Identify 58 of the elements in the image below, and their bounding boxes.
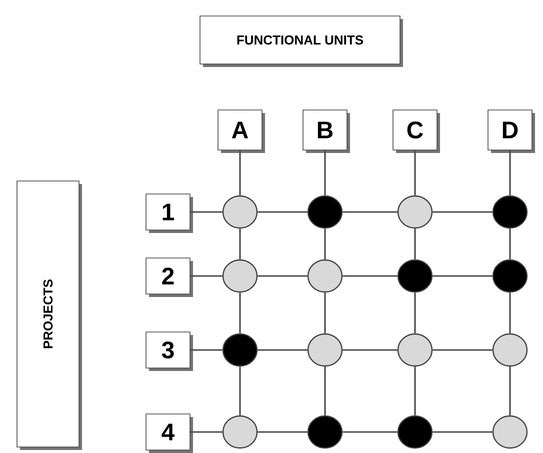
- connector-line: [324, 292, 326, 334]
- open-circle: [307, 333, 343, 367]
- heading-box: FUNCTIONAL UNITS: [200, 16, 403, 67]
- connector-line: [342, 349, 398, 351]
- filled-circle: [307, 415, 343, 449]
- open-circle: [222, 195, 258, 229]
- open-circle: [222, 259, 258, 293]
- open-circle: [397, 333, 433, 367]
- connector-line: [509, 150, 511, 196]
- connector-line: [190, 431, 222, 433]
- connector-line: [258, 211, 308, 213]
- filled-circle: [492, 195, 528, 229]
- open-circle: [492, 415, 528, 449]
- column-box: D: [488, 110, 535, 153]
- open-circle: [222, 415, 258, 449]
- connector-line: [432, 275, 492, 277]
- row-box: 4: [146, 414, 193, 453]
- connector-line: [432, 349, 492, 351]
- row-box: 1: [146, 194, 193, 233]
- connector-line: [239, 228, 241, 260]
- filled-circle: [492, 259, 528, 293]
- row-box: 3: [146, 332, 193, 371]
- open-circle: [307, 259, 343, 293]
- open-circle: [397, 195, 433, 229]
- connector-line: [258, 349, 308, 351]
- connector-line: [414, 292, 416, 334]
- connector-line: [258, 275, 308, 277]
- connector-line: [239, 292, 241, 334]
- column-box: B: [302, 110, 350, 153]
- side-label-box: PROJECTS: [16, 180, 82, 450]
- connector-line: [190, 211, 222, 213]
- row-box: 2: [146, 258, 193, 297]
- connector-line: [324, 228, 326, 260]
- connector-line: [342, 431, 398, 433]
- connector-line: [509, 292, 511, 334]
- filled-circle: [222, 333, 258, 367]
- connector-line: [342, 275, 398, 277]
- connector-line: [432, 211, 492, 213]
- connector-line: [258, 431, 308, 433]
- connector-line: [414, 228, 416, 260]
- connector-line: [509, 228, 511, 260]
- column-box: A: [218, 110, 265, 153]
- connector-line: [239, 150, 241, 196]
- connector-line: [414, 366, 416, 416]
- filled-circle: [397, 415, 433, 449]
- column-box: C: [392, 110, 440, 153]
- connector-line: [414, 150, 416, 196]
- open-circle: [492, 333, 528, 367]
- filled-circle: [397, 259, 433, 293]
- connector-line: [342, 211, 398, 213]
- connector-line: [190, 275, 222, 277]
- filled-circle: [307, 195, 343, 229]
- connector-line: [324, 150, 326, 196]
- connector-line: [432, 431, 492, 433]
- connector-line: [509, 366, 511, 416]
- connector-line: [190, 349, 222, 351]
- connector-line: [239, 366, 241, 416]
- connector-line: [324, 366, 326, 416]
